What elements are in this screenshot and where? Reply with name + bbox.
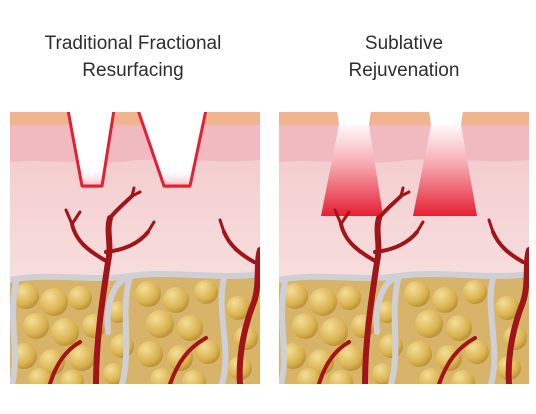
sublative-heating-zones [321, 125, 477, 216]
sublative-rejuvenation-skin-diagram [279, 112, 529, 384]
right-title-line1: Sublative [364, 33, 444, 54]
left-title-line1: Traditional Fractional [44, 33, 222, 54]
blood-vessels [317, 186, 529, 384]
fibrous-septa [10, 271, 260, 384]
epidermis-layer [10, 112, 260, 125]
epidermis-layer [279, 112, 529, 125]
upper-dermis-layer [10, 122, 260, 163]
intact-epidermis-gaps [337, 112, 463, 125]
blood-vessels [48, 186, 260, 384]
fibrous-septa [279, 271, 529, 384]
upper-dermis-layer [279, 122, 529, 163]
right-title-line2: Rejuvenation [348, 60, 460, 81]
right-panel-title: Sublative Rejuvenation [279, 30, 529, 84]
laser-ablation-outline [66, 112, 208, 188]
left-panel-title: Traditional Fractional Resurfacing [8, 30, 258, 84]
traditional-fractional-skin-diagram [10, 112, 260, 384]
left-title-line2: Resurfacing [82, 60, 184, 81]
